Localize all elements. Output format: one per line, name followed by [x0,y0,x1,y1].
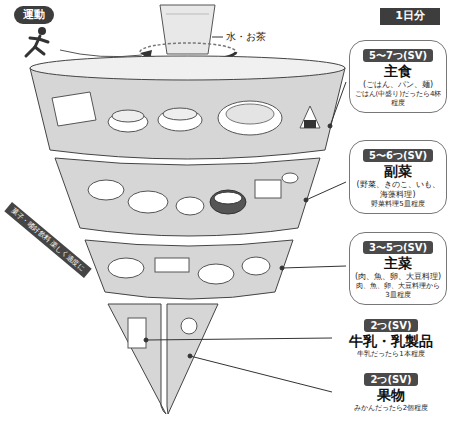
food-examples: (肉、魚、卵、大豆料理) [354,272,442,282]
food-examples: (野菜、きのこ、いも、海藻料理) [354,180,442,200]
rotation-back-arc [140,43,236,52]
snack-ribbon: 菓子・嗜好飲料 楽しく適度に [4,202,91,278]
rice-bowl [163,108,197,120]
leader-lines [144,82,346,392]
serving-count: 2つ(SV) [364,373,417,386]
serving-count: 5〜7つ(SV) [363,49,433,62]
serving-example: みかんだったら2個程度 [338,404,444,413]
tier-band [30,68,345,159]
snack-text: 菓子・嗜好飲料 楽しく適度に [9,206,87,274]
rice-ball-nori [304,120,316,128]
runner-leg [35,47,44,54]
tier-band [167,304,218,414]
serving-count: 5〜6つ(SV) [363,149,433,162]
noodle-dish [226,104,274,124]
serving-bubble: 5〜6つ(SV)副菜(野菜、きのこ、いも、海藻料理)野菜料理5皿程度 [349,140,447,214]
daily-amount-text: 1日分 [395,10,425,22]
leader-line [190,356,332,392]
milk-glass [128,318,146,348]
food-group-name: 主菜 [354,255,442,272]
food-group-name: 主食 [354,63,442,80]
food-examples: (ごはん、パン、麺) [354,80,442,90]
serving-label: 2つ(SV)牛乳・乳製品牛乳だったら1本程度 [336,314,446,359]
tier-main-dish [85,240,293,299]
serving-count: 2つ(SV) [364,319,417,332]
exercise-text: 運動 [23,9,45,21]
serving-example: 肉、魚、卵、大豆料理から3皿程度 [354,282,442,300]
exercise-oval: 運動 [14,6,54,24]
tier-band [55,158,320,236]
runner-arm [30,38,39,39]
tier-side-dish [55,158,320,236]
runner-figure [26,27,48,56]
leader-line [282,266,346,268]
food-group-name: 副菜 [354,163,442,180]
rice-ball [300,106,320,128]
serving-example: ごはん(中盛り)だったら4杯程度 [354,90,442,108]
serving-example: 牛乳だったら1本程度 [338,350,444,359]
tier-staple [30,56,345,159]
main-dish [198,264,234,284]
serving-example: 野菜料理5皿程度 [354,200,442,209]
pill-row: 5〜6つ(SV) [354,144,442,163]
side-dish [282,173,298,183]
bread-dish [52,92,96,126]
serving-bubble: 3〜5つ(SV)主菜(肉、魚、卵、大豆料理)肉、魚、卵、大豆料理から3皿程度 [349,232,447,305]
drink-label: 水・お茶 [226,31,266,43]
leader-line [330,82,346,126]
side-dish [128,191,168,213]
side-dish [88,180,124,200]
food-group-name: 果物 [338,387,444,404]
food-group-name: 牛乳・乳製品 [338,333,444,350]
tier-band [85,240,293,299]
cup-shape [160,5,215,54]
side-dish [176,197,204,215]
soup-bowl [210,190,246,214]
side-dish [255,180,281,198]
pill-row: 5〜7つ(SV) [354,44,442,63]
tier-milk [108,304,166,414]
rice-bowl [112,110,144,122]
fruit [181,318,197,334]
leader-line [146,338,332,340]
water-cup [160,5,215,54]
fish-dish [155,258,189,272]
tier-band [108,304,166,414]
runner-leg [26,47,35,56]
runner-head [38,27,46,35]
main-dish [242,257,270,275]
serving-bubble: 5〜7つ(SV)主食(ごはん、パン、麺)ごはん(中盛り)だったら4杯程度 [349,40,447,113]
rice-bowl [158,109,202,131]
daily-amount-tag: 1日分 [380,8,440,25]
leader-line [306,182,346,200]
tier-fruit [167,304,218,414]
pill-row: 2つ(SV) [338,314,444,333]
serving-count: 3〜5つ(SV) [363,241,433,254]
top-rim [30,56,345,80]
main-dish [108,258,144,278]
cup-water-line [166,14,209,15]
pill-row: 3〜5つ(SV) [354,236,442,255]
pill-row: 2つ(SV) [338,368,444,387]
serving-label: 2つ(SV)果物みかんだったら2個程度 [336,368,446,413]
soup-bowl [214,192,242,204]
leader-line [212,37,223,38]
runner-trail [60,50,142,57]
noodle-dish [218,101,282,135]
